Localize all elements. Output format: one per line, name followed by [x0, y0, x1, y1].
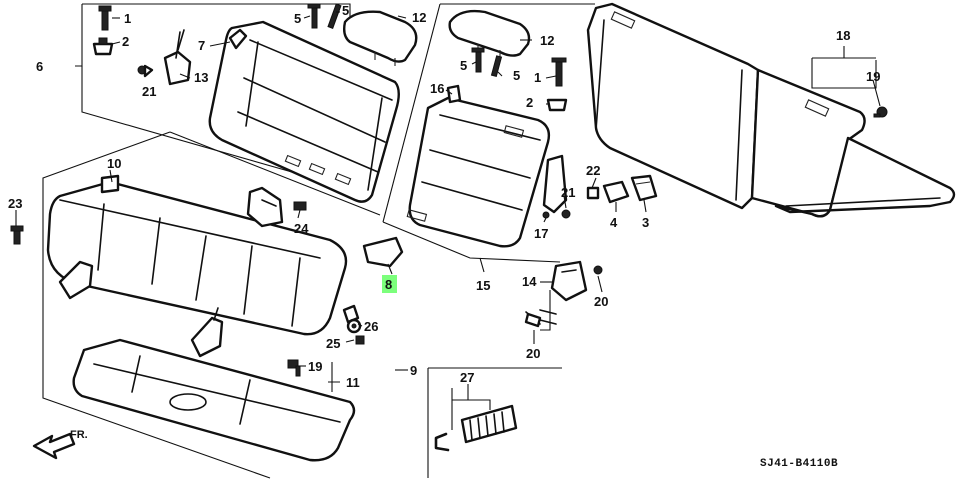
callout-27: 27 [460, 370, 474, 385]
callout-2: 2 [526, 95, 533, 110]
headrest-right [448, 9, 531, 58]
callout-1: 1 [534, 70, 541, 85]
callout-26: 26 [364, 319, 378, 334]
leader-lines [15, 11, 881, 430]
callout-labels: 1 2 5 5 12 6 7 13 21 12 5 5 1 2 16 18 19… [8, 3, 880, 470]
callout-12: 12 [412, 10, 426, 25]
callout-16: 16 [430, 81, 444, 96]
callout-2: 2 [122, 34, 129, 49]
group-frame-27 [427, 367, 562, 478]
rear-seat-back-left [208, 20, 400, 203]
callout-24: 24 [294, 221, 309, 236]
parts-25-26 [342, 304, 365, 345]
bolt-19-upper [873, 106, 888, 118]
callout-1: 1 [124, 11, 131, 26]
callout-18: 18 [836, 28, 850, 43]
latch-24 [246, 186, 307, 228]
callout-6: 6 [36, 59, 43, 74]
rear-seat-cushion [46, 174, 348, 336]
callout-25: 25 [326, 336, 340, 351]
callout-5: 5 [460, 58, 467, 73]
callout-4: 4 [610, 215, 618, 230]
rear-seat-back-right [406, 96, 551, 248]
callout-17: 17 [534, 226, 548, 241]
callout-5: 5 [294, 11, 301, 26]
trim-piece-8 [362, 236, 404, 268]
group-frame-upper-right [382, 3, 595, 263]
bolt-23 [10, 225, 24, 245]
callout-11: 11 [346, 375, 360, 390]
callout-10: 10 [107, 156, 121, 171]
callout-14: 14 [522, 274, 537, 289]
callout-7: 7 [198, 38, 205, 53]
headrest-left [342, 10, 418, 66]
cushion-hooks [58, 260, 224, 358]
group-frame-6 [75, 3, 356, 191]
callout-13: 13 [194, 70, 208, 85]
lower-tray-11 [72, 338, 356, 462]
diagram-code: SJ41-B4110B [760, 458, 838, 470]
callout-23: 23 [8, 196, 22, 211]
clips-27 [434, 404, 518, 452]
callout-3: 3 [642, 215, 649, 230]
direction-label: FR. [70, 429, 88, 441]
fasteners-right-center [471, 47, 571, 219]
callout-21: 21 [561, 185, 575, 200]
front-direction-arrow: FR. [32, 429, 88, 460]
callout-22: 22 [586, 163, 600, 178]
callout-9: 9 [410, 363, 417, 378]
callout-8: 8 [385, 277, 392, 292]
callout-19: 19 [866, 69, 880, 84]
callout-5: 5 [342, 3, 349, 18]
callout-20: 20 [526, 346, 540, 361]
callout-8-highlight [382, 275, 397, 293]
callout-5: 5 [513, 68, 520, 83]
clip-16 [446, 84, 462, 104]
callout-15: 15 [476, 278, 490, 293]
lock-assembly-14 [524, 260, 603, 328]
bolt-19-lower [287, 359, 301, 377]
callout-19: 19 [308, 359, 322, 374]
folding-back-panel [586, 2, 956, 218]
callout-12: 12 [540, 33, 554, 48]
callout-21: 21 [142, 84, 156, 99]
latch-parts-22-4-3 [586, 174, 658, 204]
group-frame-9 [42, 131, 408, 479]
callout-20: 20 [594, 294, 608, 309]
